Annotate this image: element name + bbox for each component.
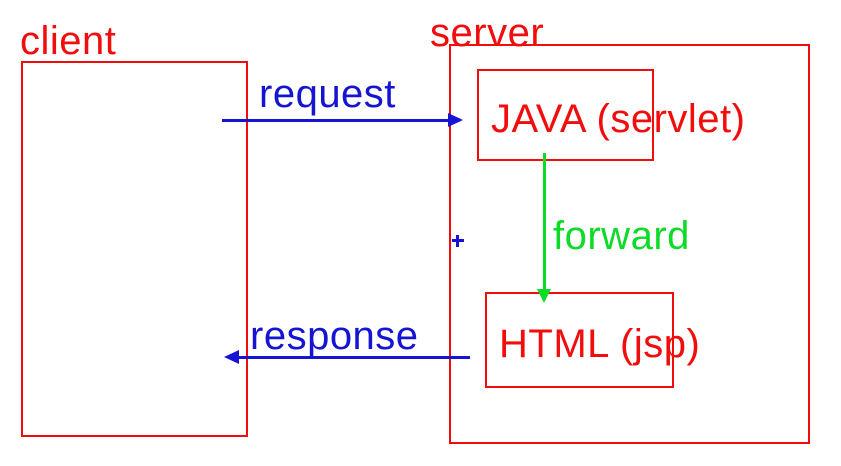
forward-label: forward — [553, 214, 690, 258]
html-jsp-box — [485, 292, 674, 388]
server-label: server — [430, 11, 545, 55]
request-label: request — [259, 72, 396, 116]
cursor-plus-icon — [456, 235, 459, 247]
request-arrowhead-icon — [448, 113, 463, 127]
response-arrowhead-icon — [224, 350, 239, 364]
request-arrow-line — [222, 119, 450, 122]
forward-arrowhead-icon — [537, 289, 551, 303]
client-box — [21, 61, 248, 437]
response-arrow-line — [236, 356, 470, 359]
java-servlet-label: JAVA (servlet) — [491, 97, 746, 141]
response-label: response — [250, 314, 419, 358]
html-jsp-label: HTML (jsp) — [499, 322, 701, 366]
server-box — [449, 44, 810, 444]
client-label: client — [20, 19, 117, 63]
forward-arrow-line — [543, 153, 546, 290]
java-servlet-box — [477, 69, 654, 161]
